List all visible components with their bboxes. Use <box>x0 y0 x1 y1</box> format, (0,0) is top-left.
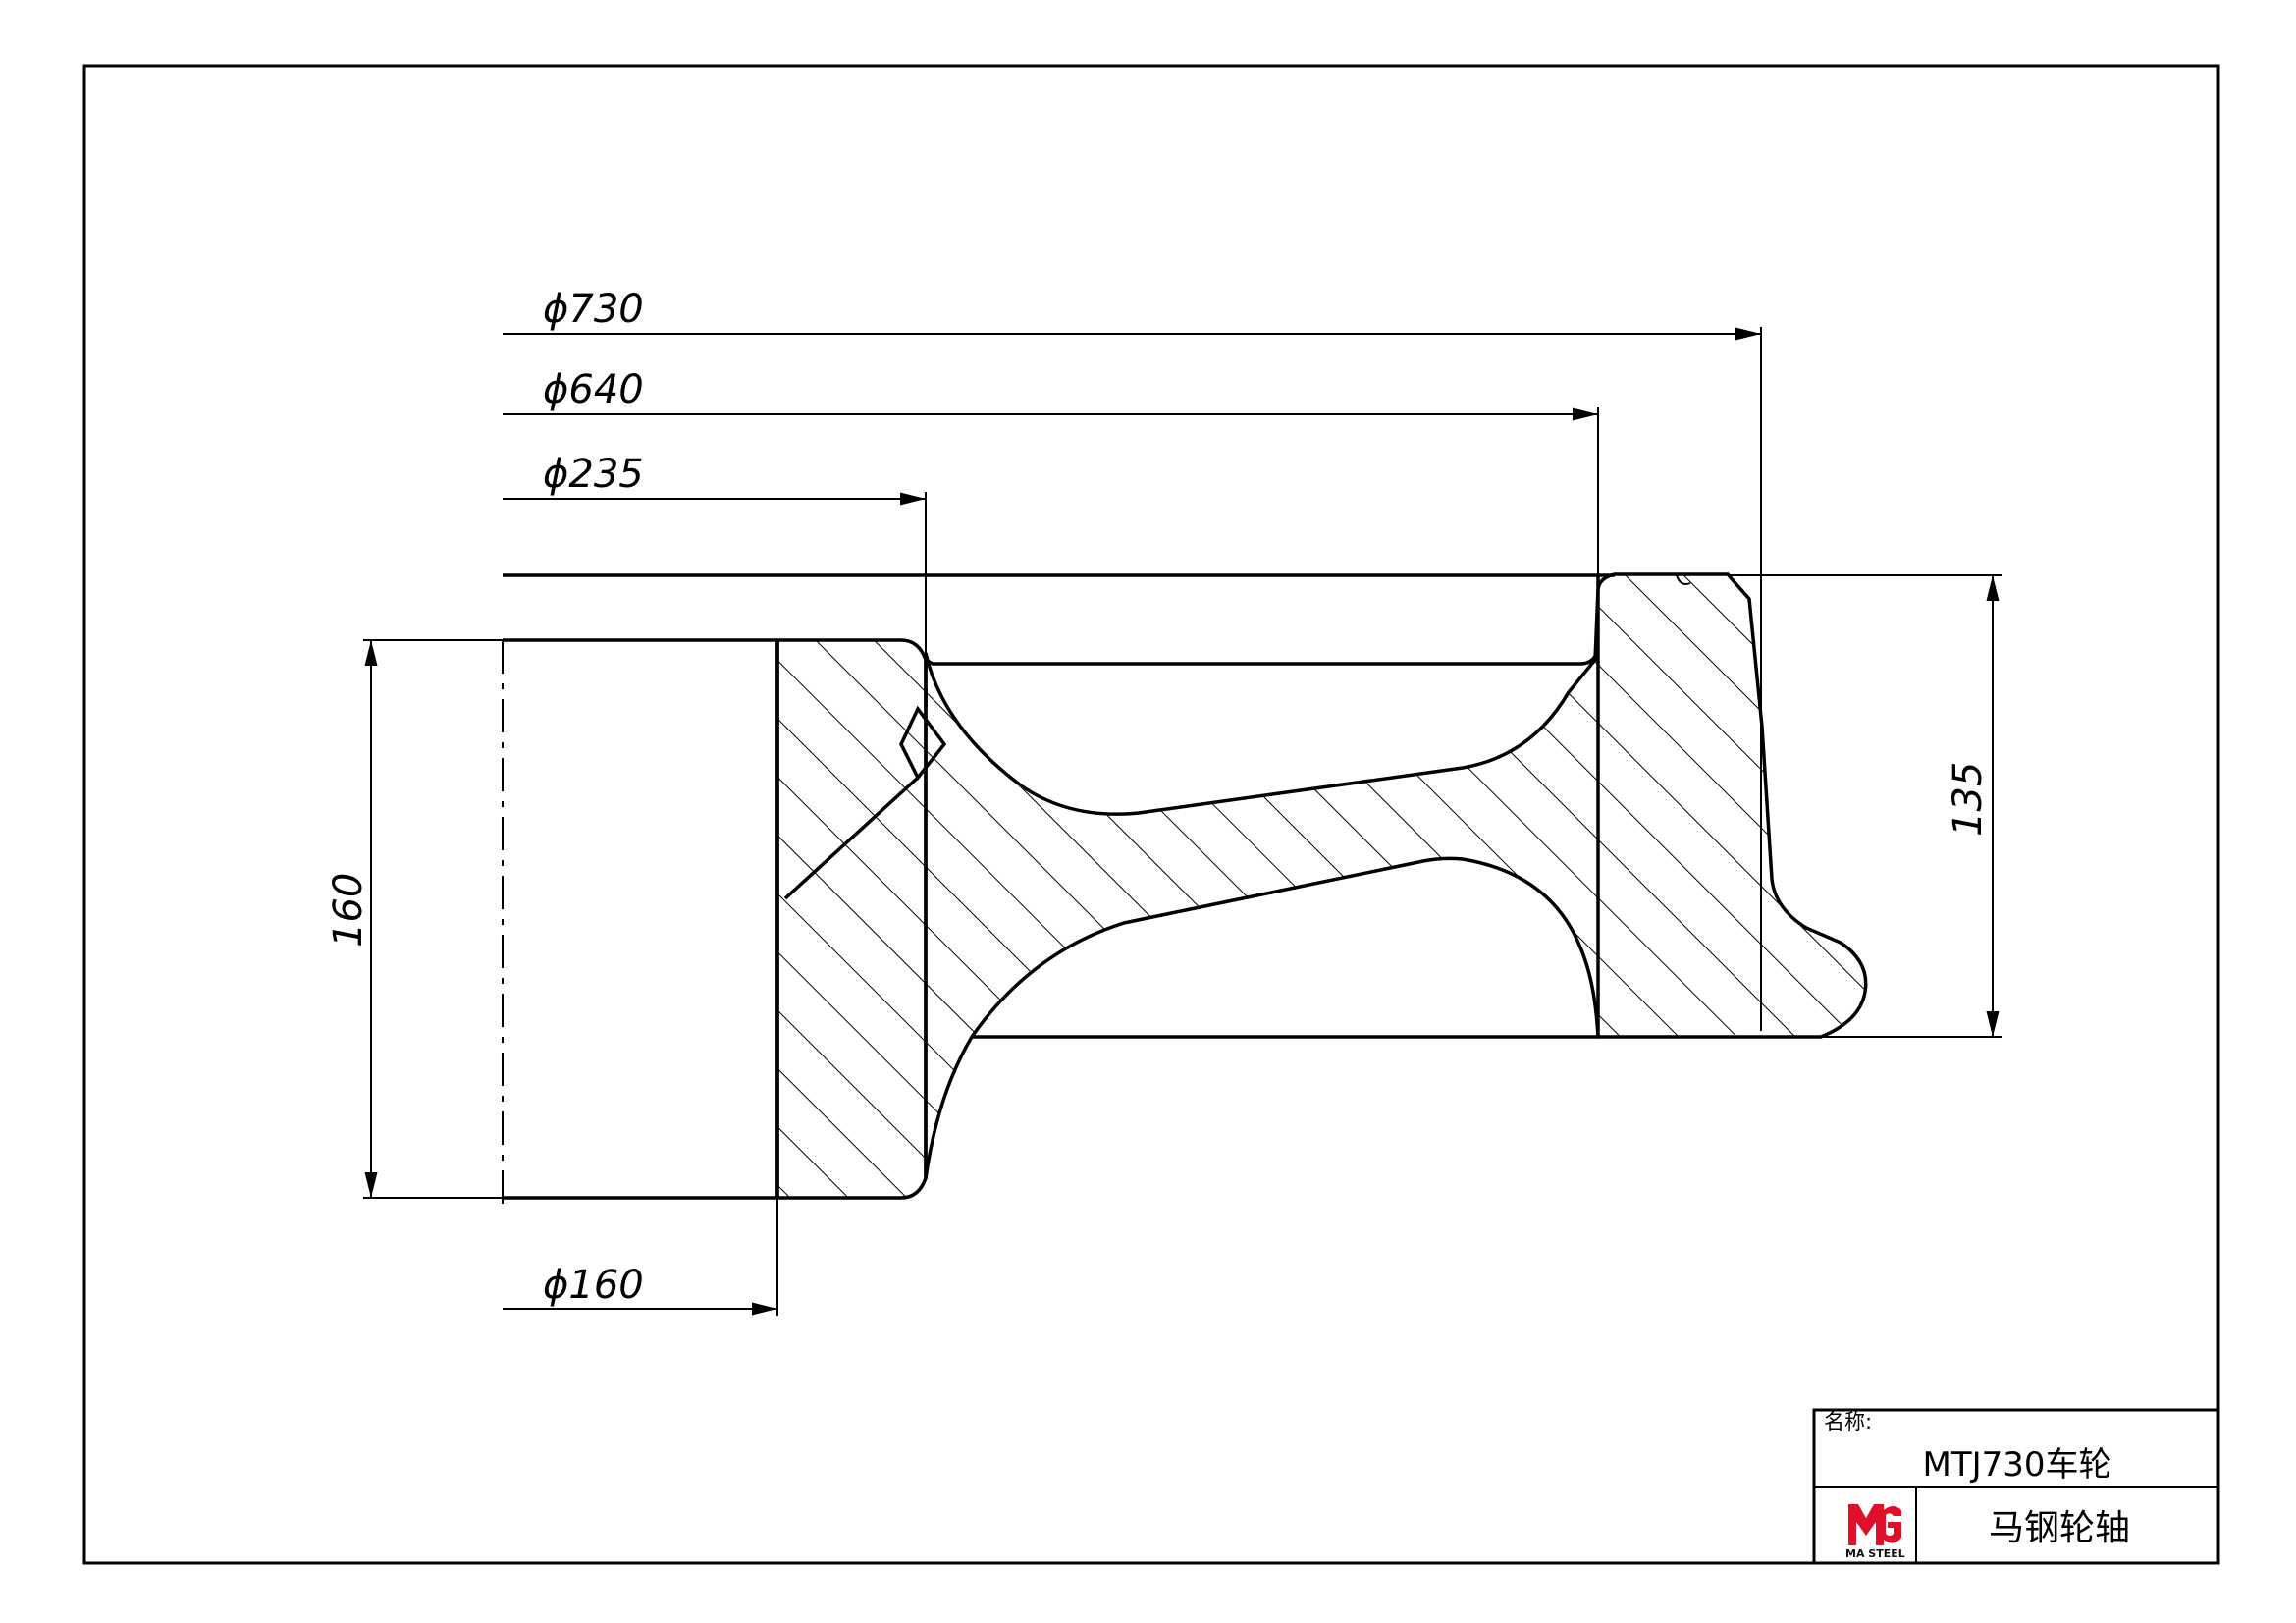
bore-outline <box>503 638 779 1200</box>
dim-h135: 135 <box>1946 762 1991 837</box>
title-block: 名称: MTJ730车轮 马钢轮轴 MA STEEL <box>1812 1408 2220 1565</box>
dim-d160: ϕ160 <box>543 1263 644 1308</box>
dim-d235: ϕ235 <box>543 452 644 497</box>
name-label: 名称: <box>1824 1410 1872 1434</box>
dim-d640: ϕ640 <box>543 367 644 412</box>
dim-d730: ϕ730 <box>543 287 644 332</box>
company-logo: MA STEEL <box>1845 1504 1905 1560</box>
dimensions: ϕ730 ϕ640 ϕ235 ϕ160 160 135 <box>326 287 2002 1316</box>
drawing-frame <box>82 64 2220 1565</box>
web-rim-section <box>924 572 1868 1179</box>
logo-text: MA STEEL <box>1845 1547 1905 1560</box>
groove-detail <box>783 687 947 900</box>
part-name: MTJ730车轮 <box>1922 1445 2111 1485</box>
dim-h160: 160 <box>326 873 371 947</box>
rim-mark <box>1676 574 1691 585</box>
flange-recess <box>925 647 1600 666</box>
company-name: 马钢轮轴 <box>1989 1508 2130 1548</box>
hub-section <box>775 638 928 1200</box>
logo-mark <box>1848 1504 1901 1545</box>
wheel-cross-section <box>502 572 1868 1208</box>
